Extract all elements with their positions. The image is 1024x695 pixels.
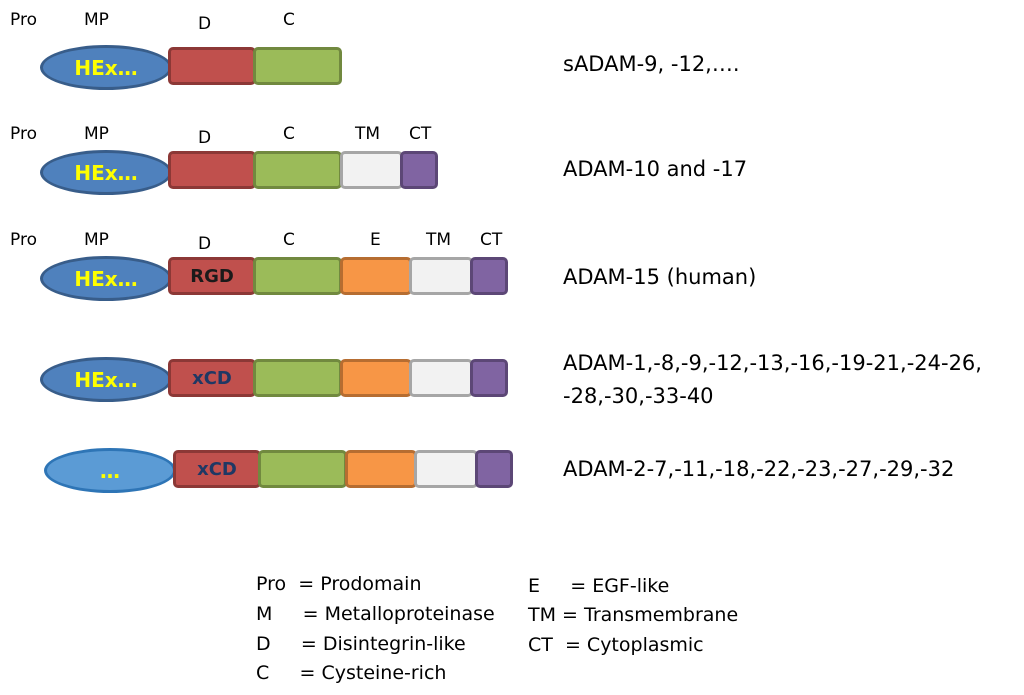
row-adam-multi: HEx… xCD ADAM-1,-8,-9,-12,-13,-16,-19-21… <box>0 0 1024 408</box>
cytoplasmic-domain <box>470 257 508 295</box>
legend-item-d: D = Disintegrin-like <box>256 635 466 654</box>
row-name-line2: -28,-30,-33-40 <box>563 384 714 408</box>
hex-motif-text: HEx… <box>74 160 138 185</box>
metalloproteinase-domain: … <box>44 448 176 493</box>
transmembrane-domain <box>409 359 473 397</box>
row-adam15: Pro MP D C E TM CT HEx… RGD ADAM-15 (hum… <box>0 0 1024 301</box>
legend-value: Cytoplasmic <box>586 634 704 656</box>
label-c: C <box>283 124 295 144</box>
transmembrane-domain <box>409 257 473 295</box>
row-adam-nonproteolytic: … xCD ADAM-2-7,-11,-18,-22,-23,-27,-29,-… <box>0 0 1024 493</box>
metalloproteinase-domain: HEx… <box>40 357 172 402</box>
legend-key: M <box>256 603 273 625</box>
label-d: D <box>198 14 212 34</box>
hex-motif-text: HEx… <box>74 55 138 80</box>
legend-value: Transmembrane <box>584 604 739 626</box>
cytoplasmic-domain <box>470 359 508 397</box>
row-name: ADAM-2-7,-11,-18,-22,-23,-27,-29,-32 <box>563 457 955 481</box>
hex-motif-text: HEx… <box>74 266 138 291</box>
xcd-motif-text: xCD <box>192 367 232 389</box>
legend-sep: = <box>269 662 322 684</box>
legend-sep: = <box>272 603 325 625</box>
legend-item-e: E = EGF-like <box>528 577 669 596</box>
legend-sep: = <box>540 575 593 597</box>
legend-key: E <box>528 575 541 597</box>
xcd-motif-text: xCD <box>197 458 237 480</box>
label-d: D <box>198 234 212 254</box>
label-ct: CT <box>409 124 432 144</box>
metalloproteinase-domain: HEx… <box>40 256 172 301</box>
cysteine-rich-domain <box>253 151 342 189</box>
cysteine-rich-domain <box>253 359 342 397</box>
label-tm: TM <box>426 230 452 250</box>
legend-key: C <box>256 662 270 684</box>
legend-item-c: C = Cysteine-rich <box>256 664 446 683</box>
row-name: ADAM-15 (human) <box>563 265 757 289</box>
label-pro: Pro <box>10 230 37 250</box>
disintegrin-domain: xCD <box>173 450 261 488</box>
metalloproteinase-domain: HEx… <box>40 45 172 90</box>
label-c: C <box>283 10 295 30</box>
egf-like-domain <box>345 450 417 488</box>
legend-item-tm: TM = Transmembrane <box>528 606 738 625</box>
legend-sep: = <box>286 573 321 595</box>
transmembrane-domain <box>414 450 478 488</box>
label-mp: MP <box>84 230 109 250</box>
label-ct: CT <box>480 230 503 250</box>
legend-sep: = <box>552 634 587 656</box>
legend-key: Pro <box>256 573 287 595</box>
label-pro: Pro <box>10 124 37 144</box>
disintegrin-domain: RGD <box>168 257 256 295</box>
cytoplasmic-domain <box>475 450 513 488</box>
metalloproteinase-domain: HEx… <box>40 150 172 195</box>
hex-motif-text: HEx… <box>74 367 138 392</box>
row-adam10-17: Pro MP D C TM CT HEx… ADAM-10 and -17 <box>0 0 1024 195</box>
transmembrane-domain <box>340 151 403 189</box>
label-mp: MP <box>84 10 109 30</box>
legend-item-m: M = Metalloproteinase <box>256 605 495 624</box>
legend-value: EGF-like <box>592 575 670 597</box>
row-name: sADAM-9, -12,…. <box>563 52 740 76</box>
row-name: ADAM-10 and -17 <box>563 157 748 181</box>
label-pro: Pro <box>10 10 37 30</box>
row-sadam: Pro MP D C HEx… sADAM-9, -12,…. <box>0 0 1024 120</box>
motif-text: … <box>100 458 120 483</box>
disintegrin-domain: xCD <box>168 359 256 397</box>
legend-value: Disintegrin-like <box>322 633 466 655</box>
cysteine-rich-domain <box>253 47 342 85</box>
egf-like-domain <box>340 257 412 295</box>
legend-key: CT <box>528 634 553 656</box>
cysteine-rich-domain <box>253 257 342 295</box>
label-d: D <box>198 128 212 148</box>
cysteine-rich-domain <box>258 450 347 488</box>
label-mp: MP <box>84 124 109 144</box>
legend-sep: = <box>556 604 584 626</box>
row-name-line1: ADAM-1,-8,-9,-12,-13,-16,-19-21,-24-26, <box>563 351 982 375</box>
legend-sep: = <box>270 633 323 655</box>
label-e: E <box>370 230 381 250</box>
legend-item-ct: CT = Cytoplasmic <box>528 636 704 655</box>
legend-value: Prodomain <box>320 573 422 595</box>
label-tm: TM <box>355 124 381 144</box>
legend-key: D <box>256 633 271 655</box>
legend-key: TM <box>528 604 556 626</box>
label-c: C <box>283 230 295 250</box>
legend-value: Cysteine-rich <box>321 662 447 684</box>
legend-item-pro: Pro = Prodomain <box>256 575 422 594</box>
legend-value: Metalloproteinase <box>324 603 495 625</box>
disintegrin-domain <box>168 151 256 189</box>
rgd-motif-text: RGD <box>190 265 234 287</box>
cytoplasmic-domain <box>400 151 438 189</box>
egf-like-domain <box>340 359 412 397</box>
